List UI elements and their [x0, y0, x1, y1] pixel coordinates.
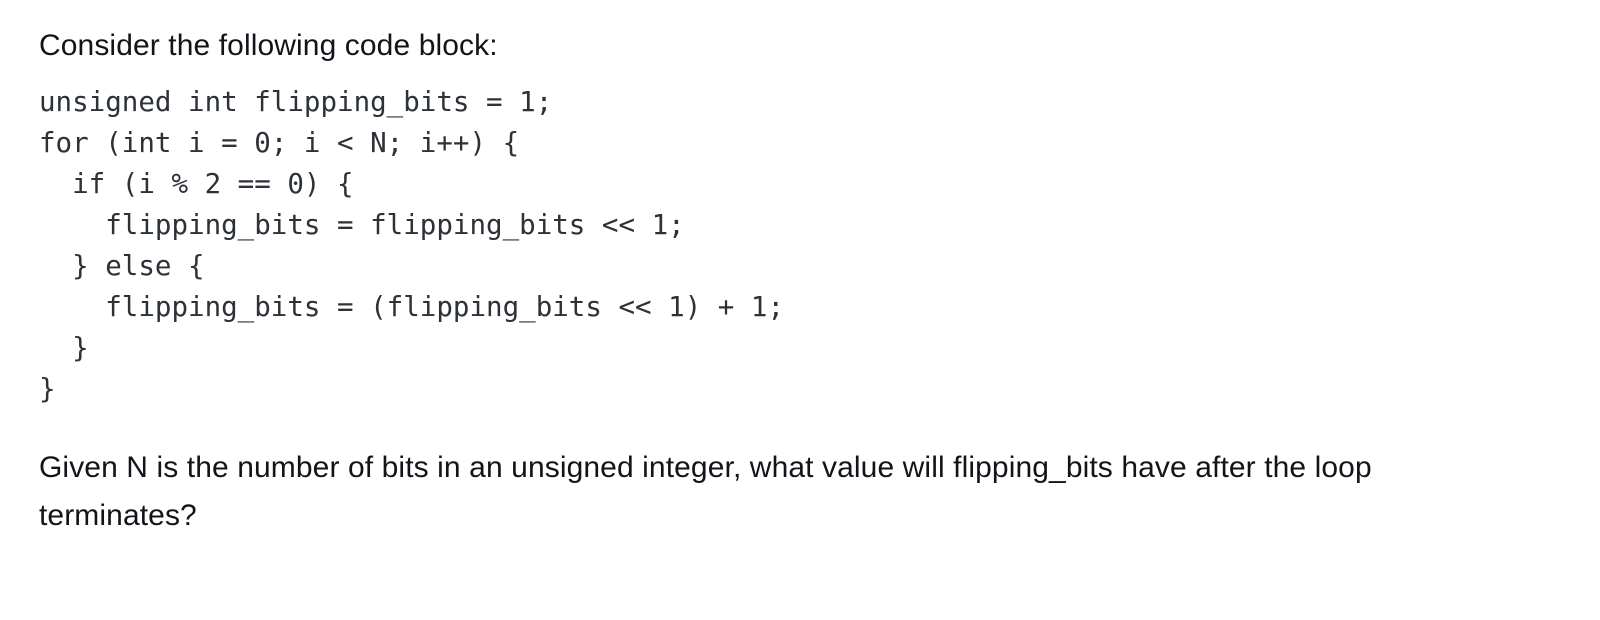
code-block: unsigned int flipping_bits = 1; for (int …: [39, 66, 1560, 410]
code-line: for (int i = 0; i < N; i++) {: [39, 127, 520, 159]
code-line: flipping_bits = flipping_bits << 1;: [39, 209, 685, 241]
code-line: }: [39, 373, 56, 405]
intro-text: Consider the following code block:: [39, 29, 498, 62]
code-line: if (i % 2 == 0) {: [39, 168, 354, 200]
code-line: flipping_bits = (flipping_bits << 1) + 1…: [39, 291, 785, 323]
code-line: }: [39, 332, 89, 364]
question-text: Given N is the number of bits in an unsi…: [39, 451, 1372, 532]
code-line: unsigned int flipping_bits = 1;: [39, 86, 553, 118]
code-line: } else {: [39, 250, 205, 282]
